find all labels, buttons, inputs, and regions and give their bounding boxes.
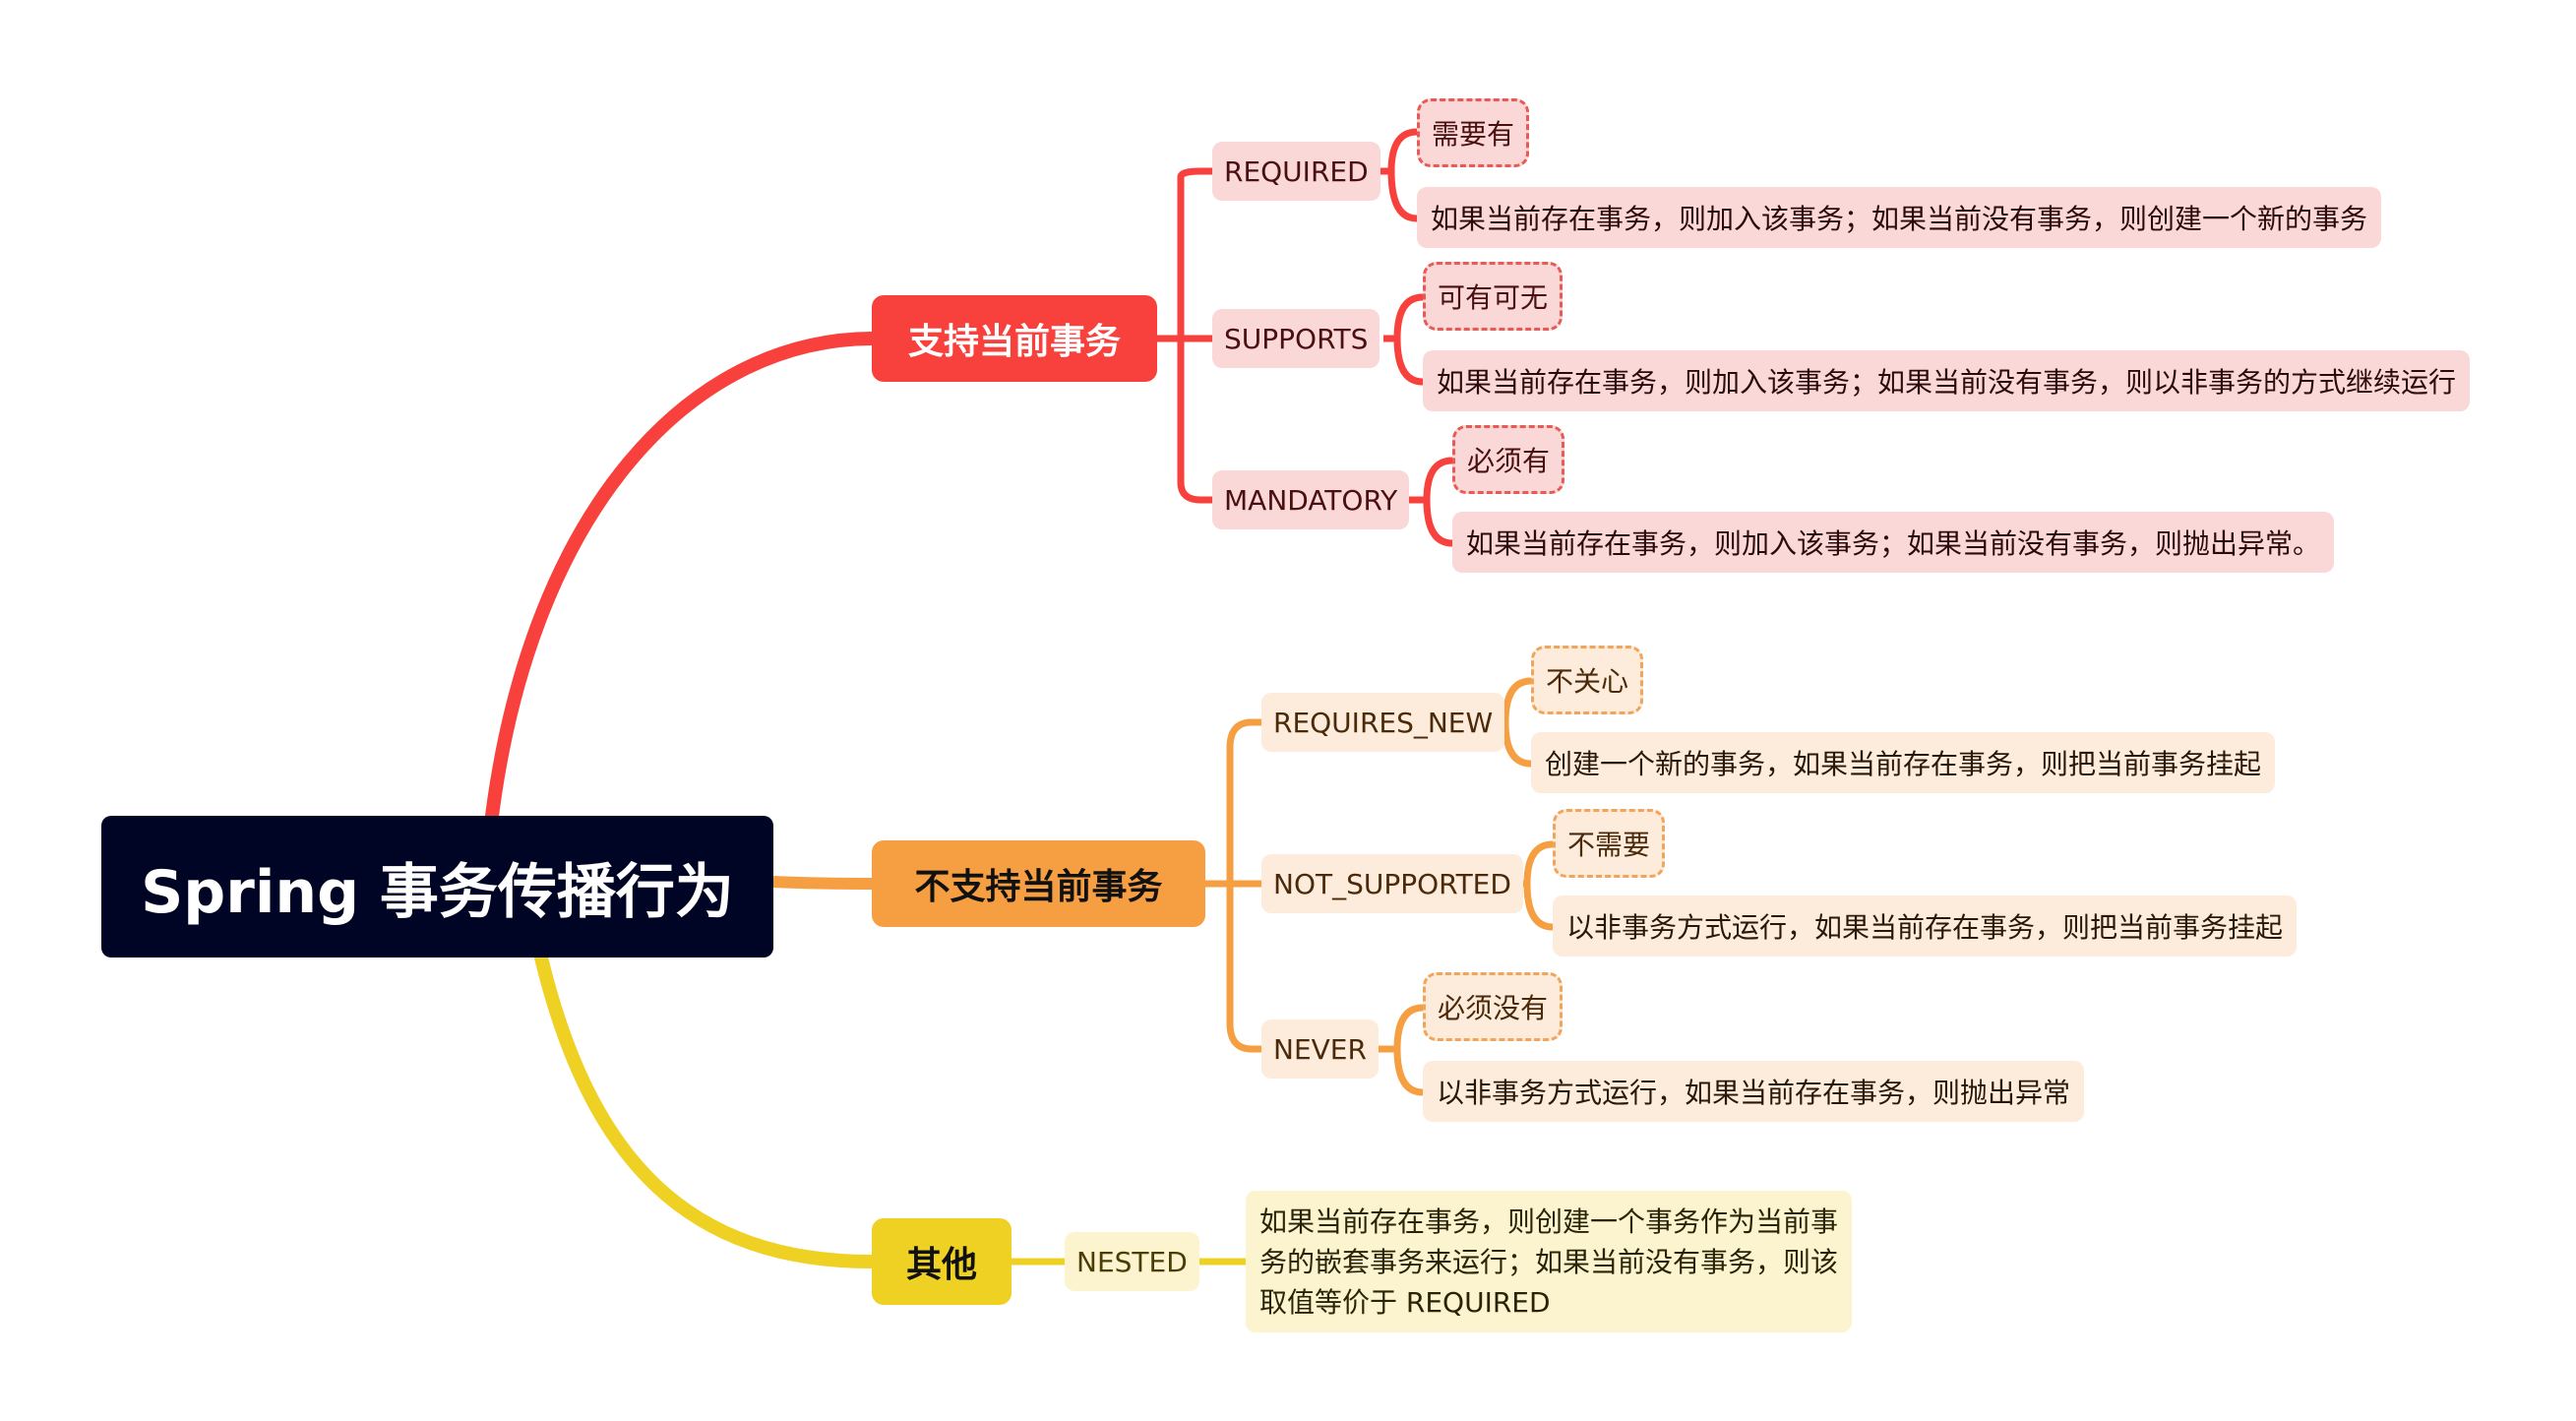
desc-never[interactable]: 以非事务方式运行，如果当前存在事务，则抛出异常	[1423, 1061, 2085, 1122]
branch-label: 不支持当前事务	[914, 867, 1163, 907]
link-root-to-not-supports-branch	[772, 876, 873, 890]
tag-label: 不需要	[1567, 829, 1651, 861]
subtopic-label: NOT_SUPPORTED	[1273, 867, 1511, 900]
subtopic-label: REQUIRED	[1224, 154, 1369, 188]
subtopic-mandatory[interactable]: MANDATORY	[1212, 470, 1410, 529]
desc-label: 创建一个新的事务，如果当前存在事务，则把当前事务挂起	[1545, 748, 2262, 780]
desc-required[interactable]: 如果当前存在事务，则加入该事务；如果当前没有事务，则创建一个新的事务	[1417, 187, 2382, 248]
tag-supports[interactable]: 可有可无	[1423, 262, 1564, 331]
desc-label: 如果当前存在事务，则加入该事务；如果当前没有事务，则抛出异常。	[1466, 527, 2321, 560]
tag-label: 可有可无	[1438, 281, 1549, 314]
subtopic-label: MANDATORY	[1224, 483, 1398, 517]
branch-not-supports-current-transaction[interactable]: 不支持当前事务	[872, 840, 1205, 927]
subtopic-never[interactable]: NEVER	[1261, 1019, 1379, 1079]
desc-label: 如果当前存在事务，则加入该事务；如果当前没有事务，则创建一个新的事务	[1431, 203, 2368, 235]
root-topic-label: Spring 事务传播行为	[141, 857, 734, 927]
branch-label: 支持当前事务	[907, 322, 1121, 362]
tag-requires-new[interactable]: 不关心	[1531, 646, 1644, 714]
tag-mandatory[interactable]: 必须有	[1452, 425, 1565, 494]
desc-line: 如果当前存在事务，则创建一个事务作为当前事	[1259, 1205, 1839, 1238]
tag-label: 需要有	[1432, 118, 1515, 151]
branch-other[interactable]: 其他	[872, 1218, 1012, 1305]
tag-required[interactable]: 需要有	[1417, 98, 1530, 167]
desc-not-supported[interactable]: 以非事务方式运行，如果当前存在事务，则把当前事务挂起	[1553, 896, 2298, 957]
subtopic-required[interactable]: REQUIRED	[1212, 142, 1380, 201]
desc-mandatory[interactable]: 如果当前存在事务，则加入该事务；如果当前没有事务，则抛出异常。	[1452, 512, 2335, 573]
desc-label: 如果当前存在事务，则加入该事务；如果当前没有事务，则以非事务的方式继续运行	[1437, 366, 2457, 399]
desc-supports[interactable]: 如果当前存在事务，则加入该事务；如果当前没有事务，则以非事务的方式继续运行	[1423, 350, 2471, 411]
subtopic-label: NESTED	[1076, 1245, 1188, 1278]
tag-never[interactable]: 必须没有	[1423, 972, 1564, 1041]
subtopic-label: NEVER	[1273, 1032, 1367, 1066]
desc-label: 以非事务方式运行，如果当前存在事务，则抛出异常	[1437, 1077, 2071, 1109]
subtopic-requires-new[interactable]: REQUIRES_NEW	[1261, 693, 1505, 752]
desc-line: 务的嵌套事务来运行；如果当前没有事务，则该	[1259, 1245, 1839, 1278]
tag-label: 必须有	[1467, 445, 1551, 477]
link-root-to-other-branch	[534, 951, 879, 1268]
root-topic[interactable]: Spring 事务传播行为	[101, 816, 773, 958]
branch-label: 其他	[905, 1245, 977, 1285]
tag-not-supported[interactable]: 不需要	[1553, 809, 1666, 878]
subtopic-supports[interactable]: SUPPORTS	[1212, 309, 1380, 368]
subtopic-label: REQUIRES_NEW	[1273, 706, 1494, 739]
desc-label: 以非事务方式运行，如果当前存在事务，则把当前事务挂起	[1566, 911, 2284, 944]
tag-label: 不关心	[1546, 665, 1629, 698]
link-root-to-supports-branch	[485, 332, 879, 823]
tag-label: 必须没有	[1438, 992, 1549, 1024]
subtopic-nested[interactable]: NESTED	[1065, 1232, 1199, 1291]
branch-supports-current-transaction[interactable]: 支持当前事务	[872, 295, 1157, 382]
subtopic-label: SUPPORTS	[1224, 322, 1369, 355]
desc-requires-new[interactable]: 创建一个新的事务，如果当前存在事务，则把当前事务挂起	[1531, 732, 2276, 793]
desc-line: 取值等价于 REQUIRED	[1259, 1285, 1551, 1319]
desc-nested[interactable]: 如果当前存在事务，则创建一个事务作为当前事 务的嵌套事务来运行；如果当前没有事务…	[1246, 1191, 1852, 1332]
links-supports-group	[1157, 128, 1462, 547]
subtopic-not-supported[interactable]: NOT_SUPPORTED	[1261, 854, 1523, 913]
